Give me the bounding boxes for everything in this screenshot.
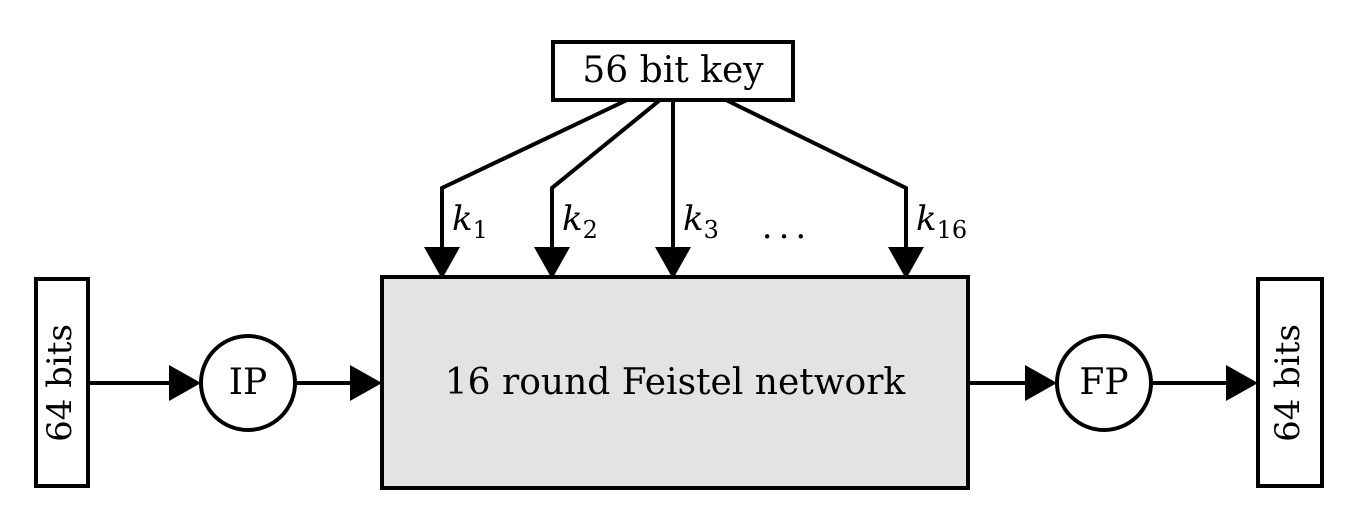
round-key-base-1: k — [452, 199, 473, 239]
key-to-round-1-arrowhead — [424, 247, 460, 279]
feistel-to-fp-arrowhead — [1025, 365, 1057, 401]
fp-circle-label: FP — [1079, 362, 1128, 403]
fp-circle-group: FP — [1055, 334, 1153, 432]
ip-circle-group: IP — [199, 334, 297, 432]
input-box-label: 64 bits — [40, 324, 80, 442]
fp-to-output-arrowhead — [1226, 365, 1258, 401]
key-box-group: 56 bit key — [551, 40, 795, 102]
round-key-label-1: k1 — [452, 199, 488, 244]
key-to-round-2-arrowhead — [534, 247, 570, 279]
output-box-group: 64 bits — [1256, 277, 1324, 488]
key-to-round-16-arrowhead — [888, 247, 924, 279]
round-key-sub-2: 2 — [583, 216, 598, 244]
round-key-labels-group: k1 k2 k3 k16 ... — [452, 199, 967, 247]
key-to-round-1-line — [440, 98, 628, 265]
feistel-network-box — [380, 275, 970, 490]
input-box-group: 64 bits — [34, 277, 90, 488]
key-box — [551, 40, 795, 102]
ip-circle — [199, 334, 297, 432]
key-to-round-2-line — [550, 98, 662, 265]
input-box — [34, 277, 90, 488]
feistel-box-label: 16 round Feistel network — [445, 362, 907, 403]
round-key-base-16: k — [916, 199, 937, 239]
ip-to-feistel-arrowhead — [350, 365, 382, 401]
output-box-label: 64 bits — [1268, 324, 1308, 442]
key-to-round-3-arrowhead — [655, 247, 691, 279]
feistel-box-group: 16 round Feistel network — [380, 275, 970, 490]
round-key-sub-16: 16 — [937, 216, 968, 244]
round-key-sub-1: 1 — [473, 216, 488, 244]
input-to-ip-arrowhead — [169, 365, 201, 401]
key-box-label: 56 bit key — [582, 50, 764, 91]
fp-circle — [1055, 334, 1153, 432]
round-key-label-16: k16 — [916, 199, 967, 244]
key-fanout-group — [424, 98, 924, 279]
round-key-ellipsis: ... — [762, 207, 812, 247]
round-key-label-2: k2 — [562, 199, 598, 244]
data-path-group — [88, 365, 1258, 401]
round-key-label-3: k3 — [683, 199, 719, 244]
round-key-sub-3: 3 — [704, 216, 719, 244]
key-to-round-16-line — [725, 98, 908, 265]
output-box — [1256, 277, 1324, 488]
round-key-base-2: k — [562, 199, 583, 239]
round-key-base-3: k — [683, 199, 704, 239]
ip-circle-label: IP — [229, 362, 267, 403]
